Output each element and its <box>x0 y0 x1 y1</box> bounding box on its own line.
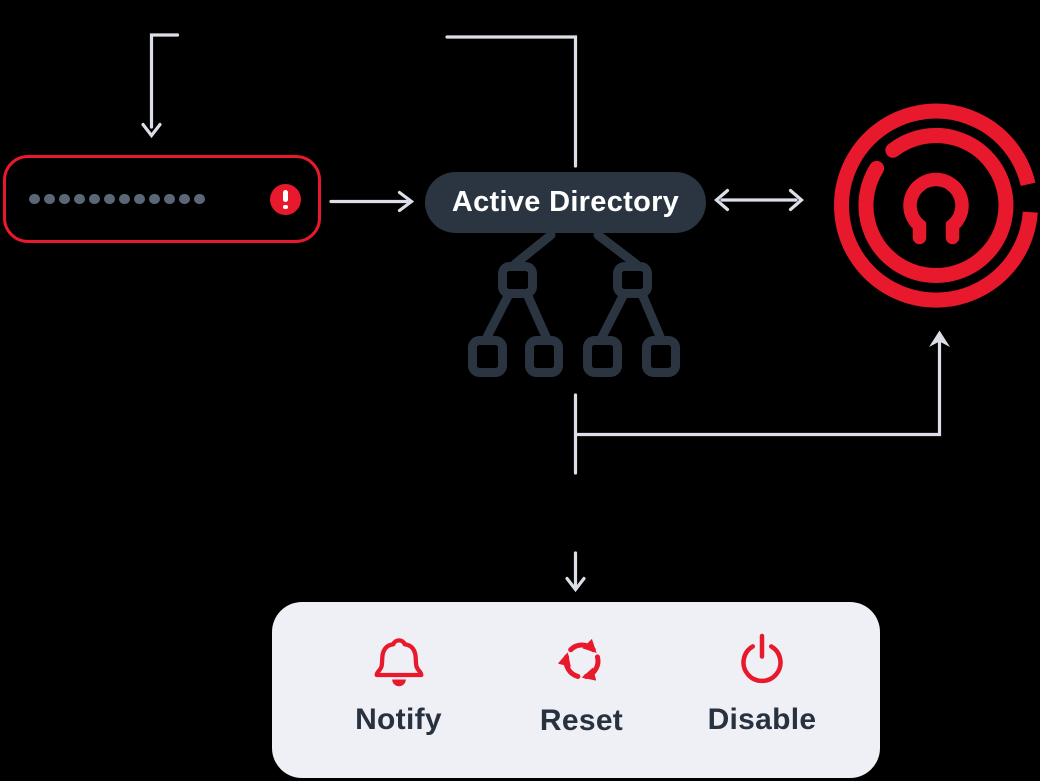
alert-icon <box>270 183 301 215</box>
tree-node <box>525 336 563 377</box>
flow-tree-to-logo <box>573 330 950 475</box>
action-disable[interactable]: Disable <box>692 602 832 781</box>
arrow-tree-to-panel <box>565 551 586 593</box>
tree-node <box>642 336 680 377</box>
directory-tree <box>468 230 680 377</box>
action-disable-label: Disable <box>707 703 817 736</box>
logo-outer-ring <box>834 103 1038 308</box>
password-dots <box>29 193 270 205</box>
tree-node <box>498 262 537 298</box>
active-directory-node: Active Directory <box>425 172 706 233</box>
logo-keyhole <box>903 172 969 245</box>
action-reset-label: Reset <box>539 704 624 737</box>
action-notify[interactable]: Notify <box>331 602 466 781</box>
action-reset[interactable]: Reset <box>514 602 649 781</box>
action-notify-label: Notify <box>355 703 442 736</box>
security-brand-logo <box>834 103 1038 308</box>
active-directory-label: Active Directory <box>451 186 680 218</box>
tree-node <box>613 262 652 298</box>
arrow-topleft-to-password <box>141 33 180 139</box>
recycle-icon <box>557 638 600 681</box>
bell-icon <box>374 638 423 687</box>
actions-panel: Notify Reset Disable <box>272 602 880 778</box>
arrow-directory-logo-bidirectional <box>714 188 804 212</box>
elbow-top-to-directory <box>445 35 578 168</box>
password-field[interactable] <box>3 155 321 243</box>
logo-middle-ring <box>858 128 1014 283</box>
tree-node <box>583 336 622 377</box>
power-icon <box>741 633 783 684</box>
arrow-password-to-directory <box>329 190 415 213</box>
tree-node <box>468 336 507 377</box>
